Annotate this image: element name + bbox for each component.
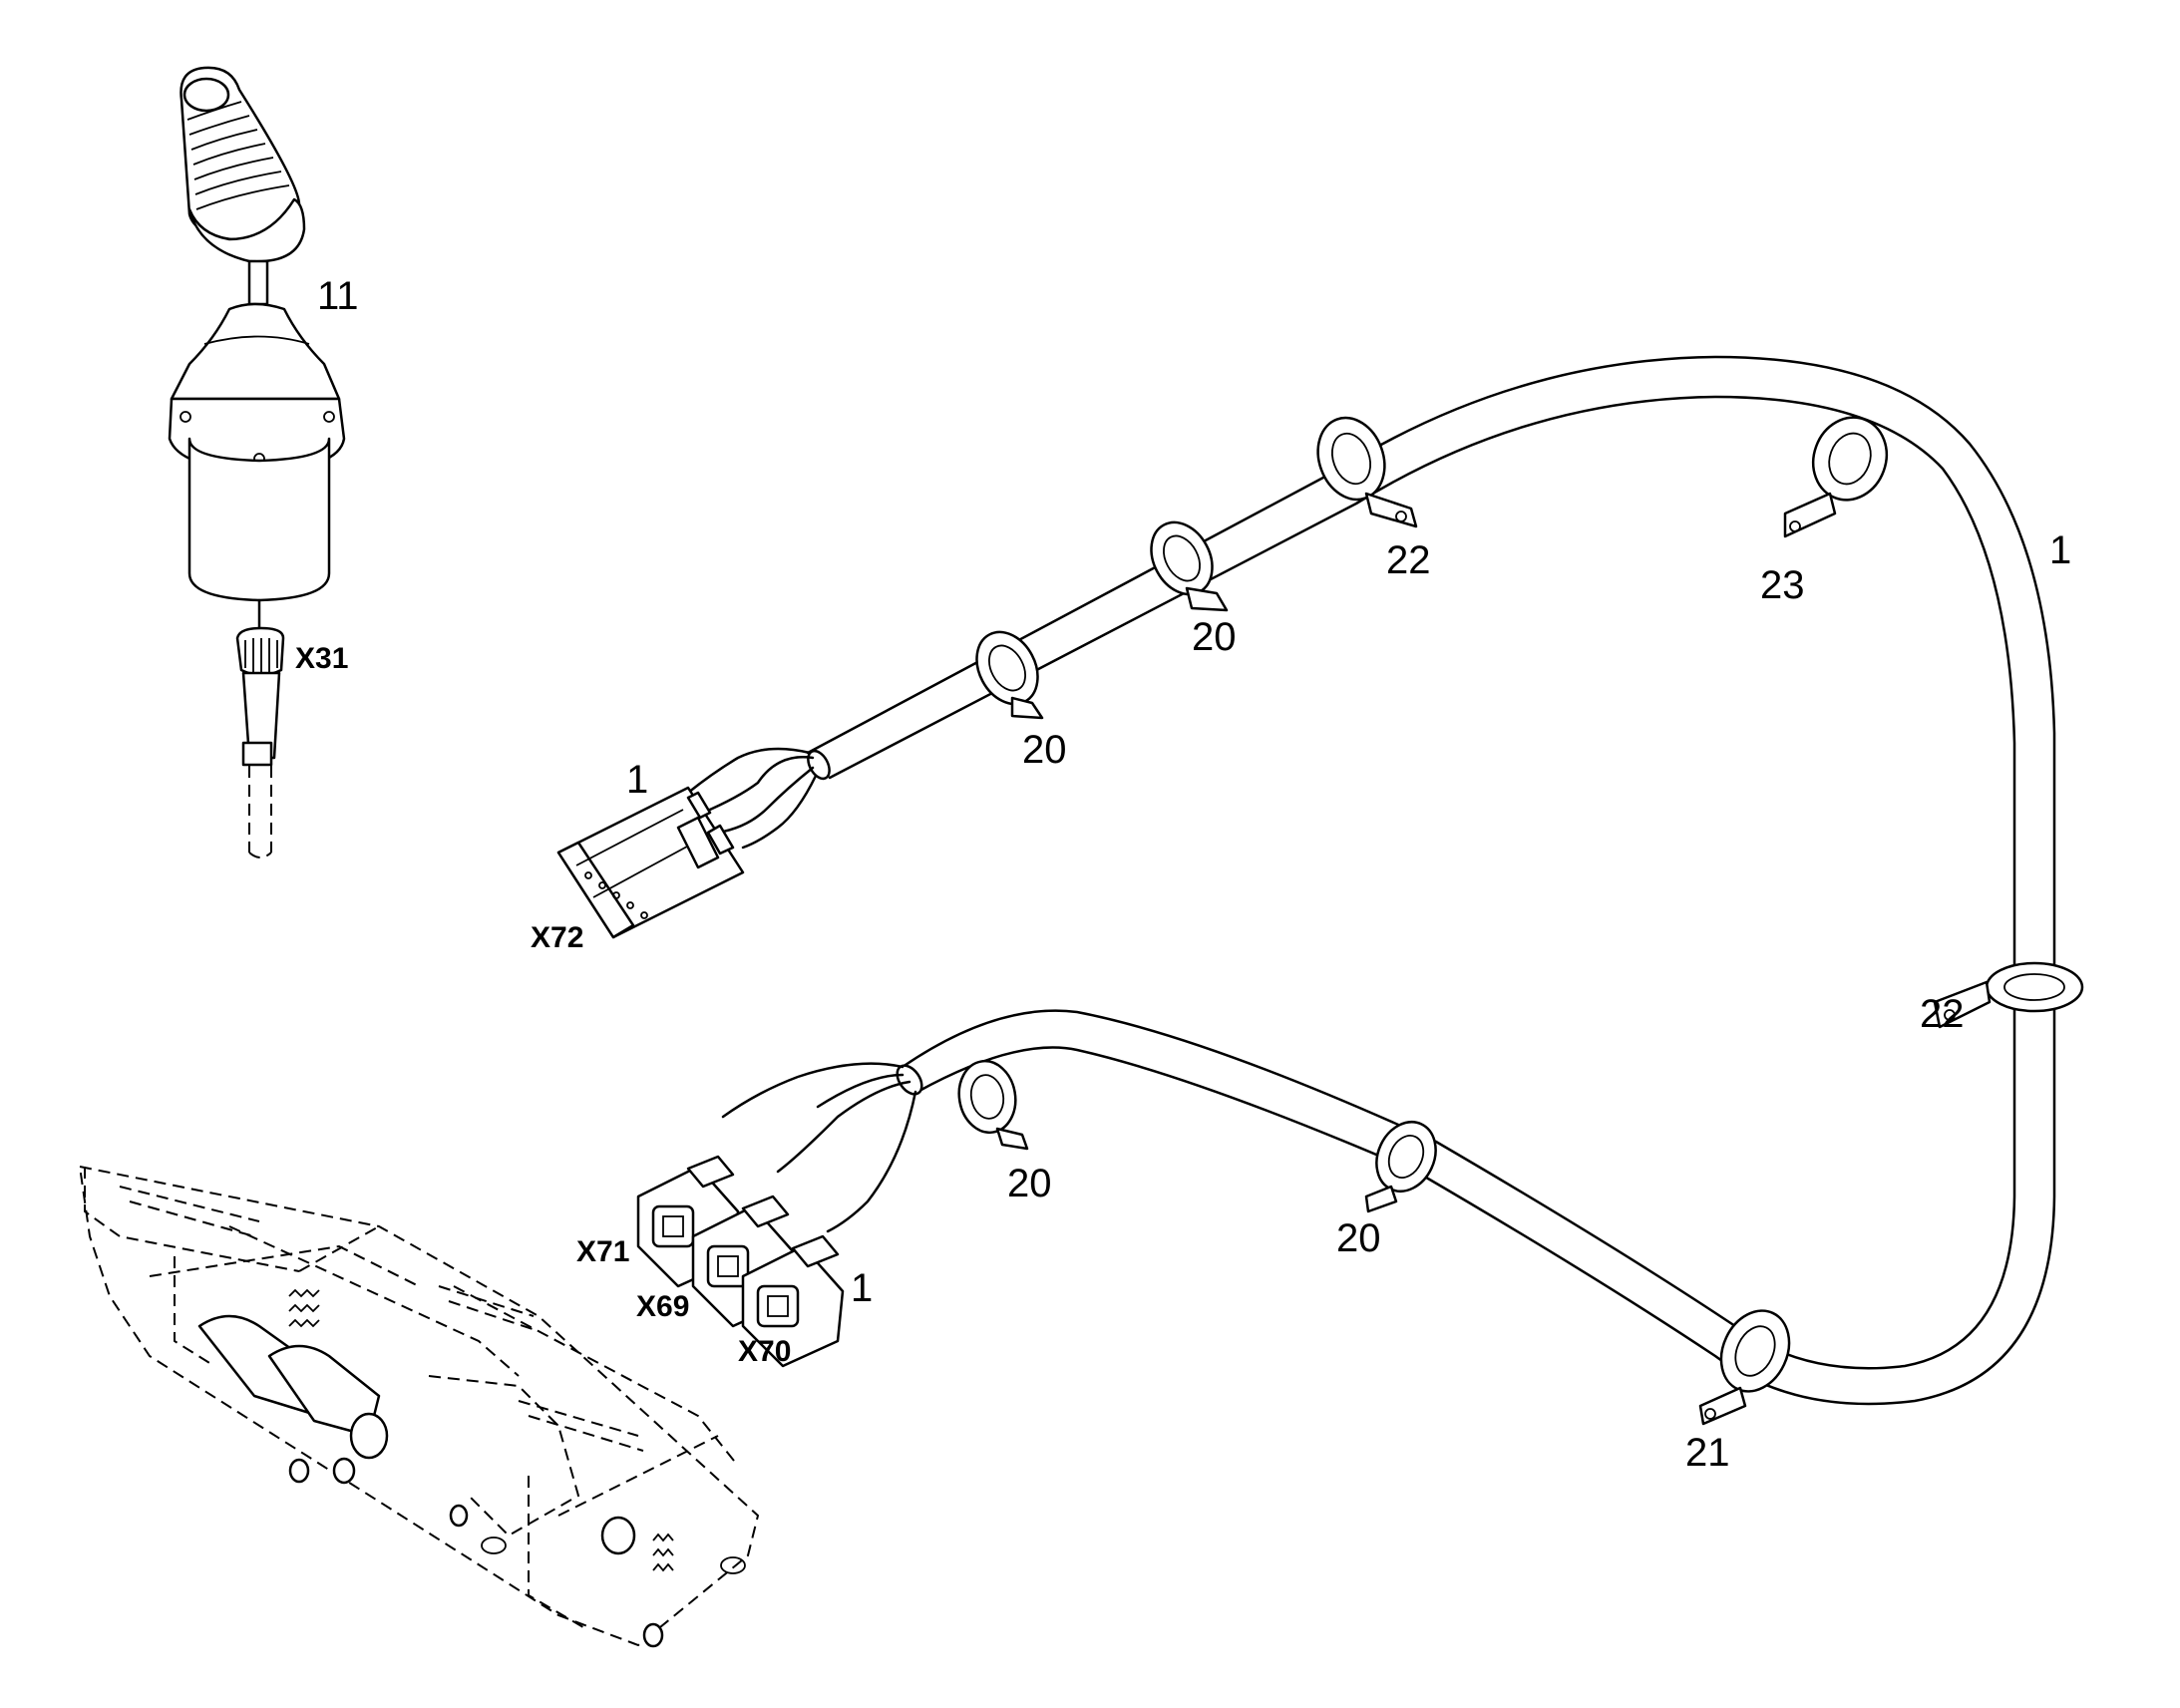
connector-label-x70: X70 — [738, 1335, 791, 1368]
clamp-22-right — [1933, 961, 2084, 1029]
harness-tube — [806, 355, 2056, 1406]
x72-connector — [556, 747, 818, 939]
clamp-22-top — [1316, 416, 1418, 528]
clamp-23 — [1783, 416, 1889, 538]
joystick-assembly — [168, 66, 346, 858]
control-console — [78, 1165, 760, 1648]
clamp-20-a — [975, 630, 1044, 720]
callout-21: 21 — [1685, 1431, 1730, 1475]
connector-label-x69: X69 — [636, 1290, 689, 1323]
clamp-21 — [1698, 1309, 1791, 1426]
callout-20-d: 20 — [1336, 1216, 1381, 1260]
callout-20-c: 20 — [1007, 1162, 1052, 1205]
connector-label-x71: X71 — [576, 1235, 629, 1268]
connector-label-x31: X31 — [295, 642, 348, 675]
callout-20-a: 20 — [1022, 728, 1067, 772]
clamp-20-c — [957, 1059, 1029, 1151]
callout-20-b: 20 — [1192, 615, 1237, 659]
x71-x69-x70-connectors — [636, 1062, 917, 1368]
callout-1-x70: 1 — [851, 1266, 873, 1310]
connector-label-x72: X72 — [531, 921, 583, 954]
callout-11: 11 — [317, 274, 359, 318]
callout-1-x72: 1 — [626, 758, 648, 802]
clamp-20-d — [1364, 1121, 1437, 1213]
callout-1-top-right: 1 — [2049, 528, 2071, 572]
clamp-20-b — [1150, 520, 1229, 612]
callout-22-right: 22 — [1920, 992, 1965, 1036]
callout-22-top: 22 — [1386, 538, 1431, 582]
callout-23: 23 — [1760, 563, 1805, 607]
